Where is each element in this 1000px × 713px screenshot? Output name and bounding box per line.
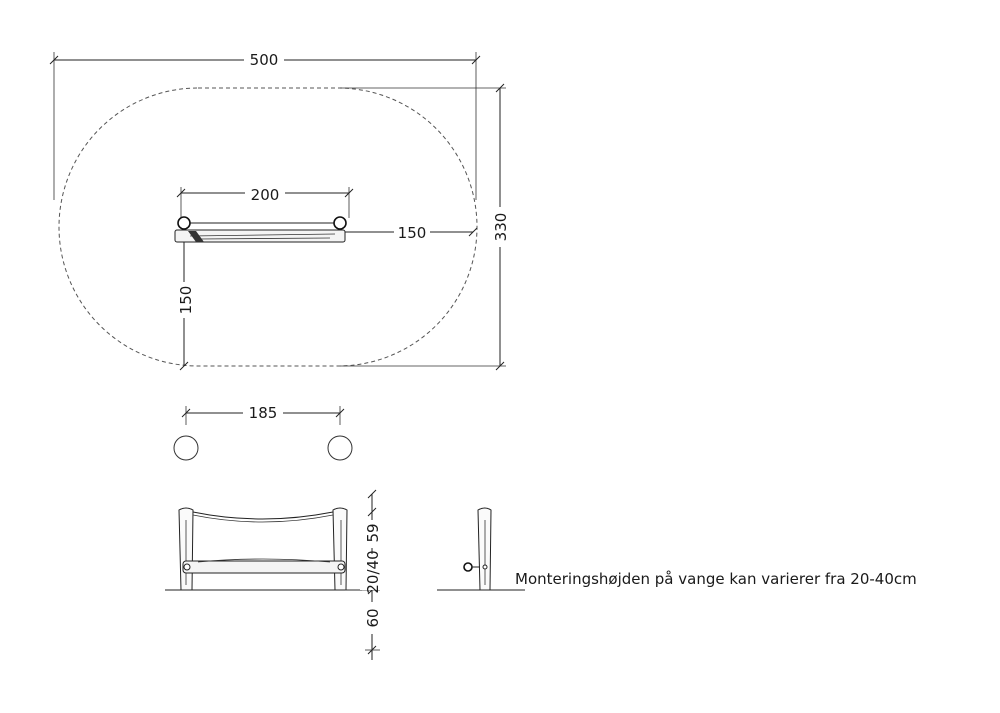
dim-mount-height: 20/40 bbox=[364, 550, 382, 593]
dim-total-height: 330 bbox=[492, 213, 510, 242]
dim-rope-height: 59 bbox=[364, 523, 382, 542]
post-footing-left bbox=[173, 435, 199, 461]
mounting-note: Monteringshøjden på vange kan varierer f… bbox=[515, 570, 917, 588]
dim-beam-length: 200 bbox=[251, 186, 280, 204]
foundation-view: 185 bbox=[173, 403, 353, 461]
front-elevation: 59 20/40 60 bbox=[165, 489, 396, 660]
equipment-plan bbox=[174, 216, 347, 243]
dim-right-offset: 150 bbox=[398, 224, 427, 242]
dim-left-offset: 150 bbox=[177, 286, 195, 315]
post-footing-right bbox=[327, 435, 353, 461]
dim-total-width: 500 bbox=[250, 51, 279, 69]
dim-post-spacing: 185 bbox=[249, 404, 278, 422]
safety-zone-outline bbox=[58, 87, 478, 367]
dim-post-depth: 60 bbox=[364, 608, 382, 627]
side-elevation bbox=[437, 507, 525, 591]
plan-view: 500 330 200 150 bbox=[49, 50, 510, 371]
